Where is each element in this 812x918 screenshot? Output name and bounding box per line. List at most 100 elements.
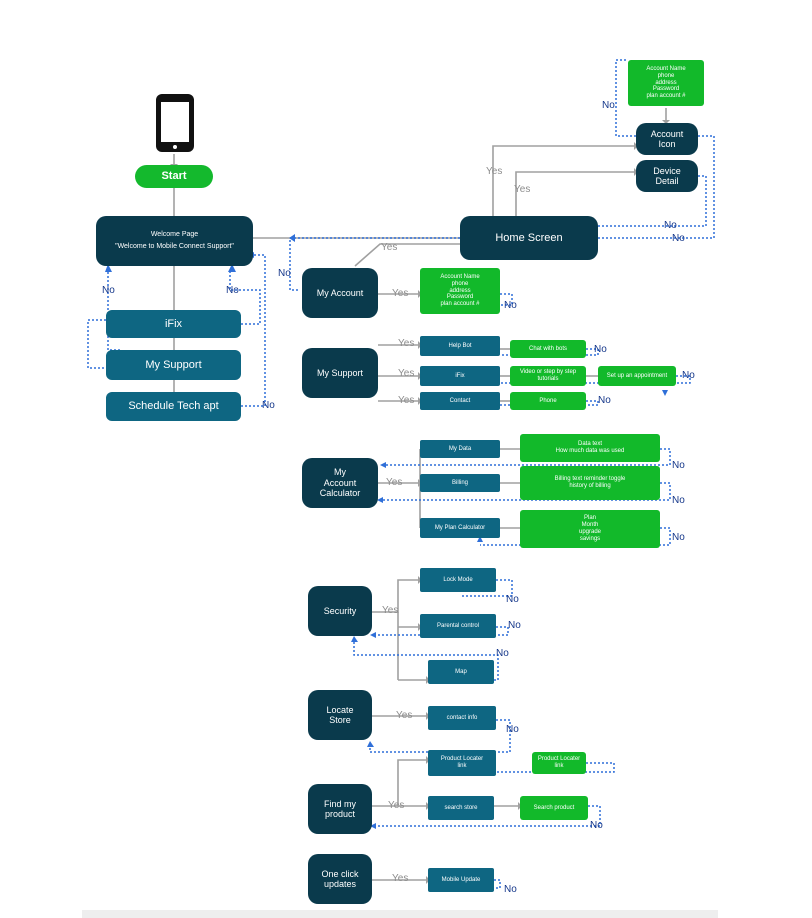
security-label: Security [323, 605, 357, 616]
home-screen-node[interactable]: Home Screen [460, 216, 598, 260]
device-detail-line: Device [653, 165, 681, 176]
billing-text-node[interactable]: Billing text reminder toggle history of … [520, 466, 660, 500]
no-label: No [504, 300, 517, 311]
home-screen-label: Home Screen [495, 231, 563, 244]
one-click-line: updates [323, 879, 357, 889]
map-node[interactable]: Map [428, 660, 494, 684]
no-label: No [672, 495, 685, 506]
device-detail-line: Detail [655, 176, 679, 186]
mobile-update-label: Mobile Update [441, 876, 481, 883]
device-detail-node[interactable]: Device Detail [636, 160, 698, 192]
yes-label: Yes [398, 368, 415, 379]
parental-control-node[interactable]: Parental control [420, 614, 496, 638]
data-text-line: Data text [577, 441, 602, 448]
ifix-support-label: iFix [455, 372, 465, 379]
no-label: No [226, 285, 239, 296]
account-icon-node[interactable]: Account Icon [636, 123, 698, 155]
no-label: No [672, 233, 685, 244]
billing-text-line: history of billing [569, 483, 611, 489]
search-product-node[interactable]: Search product [520, 796, 588, 820]
billing-node[interactable]: Billing [420, 474, 500, 492]
search-store-node[interactable]: search store [428, 796, 494, 820]
my-account-info-line: Password [446, 294, 474, 301]
chat-bots-node[interactable]: Chat with bots [510, 340, 586, 358]
lock-mode-label: Lock Mode [443, 576, 473, 583]
contact-info-node[interactable]: contact info [428, 706, 496, 730]
locate-store-node[interactable]: Locate Store [308, 690, 372, 740]
search-store-label: search store [444, 804, 478, 811]
welcome-title: Welcome Page [150, 230, 199, 238]
calculator-title-line: Account [323, 477, 357, 488]
my-account-info-line: phone [451, 280, 469, 287]
smartphone-icon [156, 94, 194, 152]
schedule-tech-button[interactable]: Schedule Tech apt [106, 392, 241, 421]
plan-text-node[interactable]: Plan Month upgrade savings [520, 510, 660, 548]
account-info-line: Password [652, 86, 680, 93]
video-tutorials-node[interactable]: Video or step by step tutorials [510, 366, 586, 386]
no-label: No [102, 285, 115, 296]
no-label: No [262, 400, 275, 411]
my-account-info-node[interactable]: Account Name phone address Password plan… [420, 268, 500, 314]
account-icon-line: Icon [658, 139, 676, 149]
schedule-tech-label: Schedule Tech apt [128, 400, 219, 413]
yes-label: Yes [398, 338, 415, 349]
contact-node[interactable]: Contact [420, 392, 500, 410]
product-locater-node[interactable]: Product Locater link [428, 750, 496, 776]
no-label: No [682, 370, 695, 381]
my-support-node-label: My Support [316, 367, 364, 378]
plan-calculator-node[interactable]: My Plan Calculator [420, 518, 500, 538]
security-node[interactable]: Security [308, 586, 372, 636]
no-label: No [594, 344, 607, 355]
welcome-page-node[interactable]: Welcome Page "Welcome to Mobile Connect … [96, 216, 253, 266]
one-click-updates-node[interactable]: One click updates [308, 854, 372, 904]
my-data-label: My Data [448, 445, 472, 452]
my-support-node[interactable]: My Support [302, 348, 378, 398]
my-support-button[interactable]: My Support [106, 350, 241, 380]
product-locater-link-node[interactable]: Product Locater link [532, 752, 586, 774]
phone-label: Phone [539, 397, 557, 404]
no-label: No [598, 395, 611, 406]
account-icon-line: Account [650, 128, 684, 139]
no-label: No [508, 620, 521, 631]
ifix-button[interactable]: iFix [106, 310, 241, 338]
plan-calculator-label: My Plan Calculator [434, 524, 486, 531]
billing-label: Billing [451, 479, 468, 486]
my-data-node[interactable]: My Data [420, 440, 500, 458]
contact-label: Contact [449, 397, 471, 404]
plan-text-line: Plan [583, 515, 596, 522]
my-account-info-line: address [449, 287, 471, 294]
find-product-node[interactable]: Find my product [308, 784, 372, 834]
data-text-node[interactable]: Data text How much data was used [520, 434, 660, 462]
account-calculator-node[interactable]: My Account Calculator [302, 458, 378, 508]
yes-label: Yes [514, 184, 531, 195]
yes-label: Yes [486, 166, 503, 177]
start-node[interactable]: Start [135, 165, 213, 188]
search-product-label: Search product [533, 804, 575, 811]
find-product-line: Find my [323, 798, 356, 809]
yes-label: Yes [386, 477, 403, 488]
video-tutorials-label: Video or step by step tutorials [519, 369, 577, 382]
account-info-top-node[interactable]: Account Name phone address Password plan… [628, 60, 704, 106]
plan-text-line: Month [581, 522, 599, 529]
setup-appointment-node[interactable]: Set up an appointment [598, 366, 676, 386]
ifix-label: iFix [164, 317, 183, 330]
no-label: No [506, 594, 519, 605]
billing-text-line: Billing text reminder toggle [554, 476, 626, 483]
calculator-title-line: Calculator [319, 488, 361, 499]
mobile-update-node[interactable]: Mobile Update [428, 868, 494, 892]
ifix-support-node[interactable]: iFix [420, 366, 500, 386]
lock-mode-node[interactable]: Lock Mode [420, 568, 496, 592]
help-bot-node[interactable]: Help Bot [420, 336, 500, 356]
yes-label: Yes [392, 288, 409, 299]
yes-label: Yes [398, 395, 415, 406]
my-support-label: My Support [145, 358, 202, 371]
find-product-line: product [324, 809, 356, 819]
contact-info-label: contact info [446, 714, 478, 721]
phone-node[interactable]: Phone [510, 392, 586, 410]
no-label: No [504, 884, 517, 895]
map-label: Map [455, 668, 467, 675]
help-bot-label: Help Bot [448, 342, 472, 349]
my-account-node[interactable]: My Account [302, 268, 378, 318]
